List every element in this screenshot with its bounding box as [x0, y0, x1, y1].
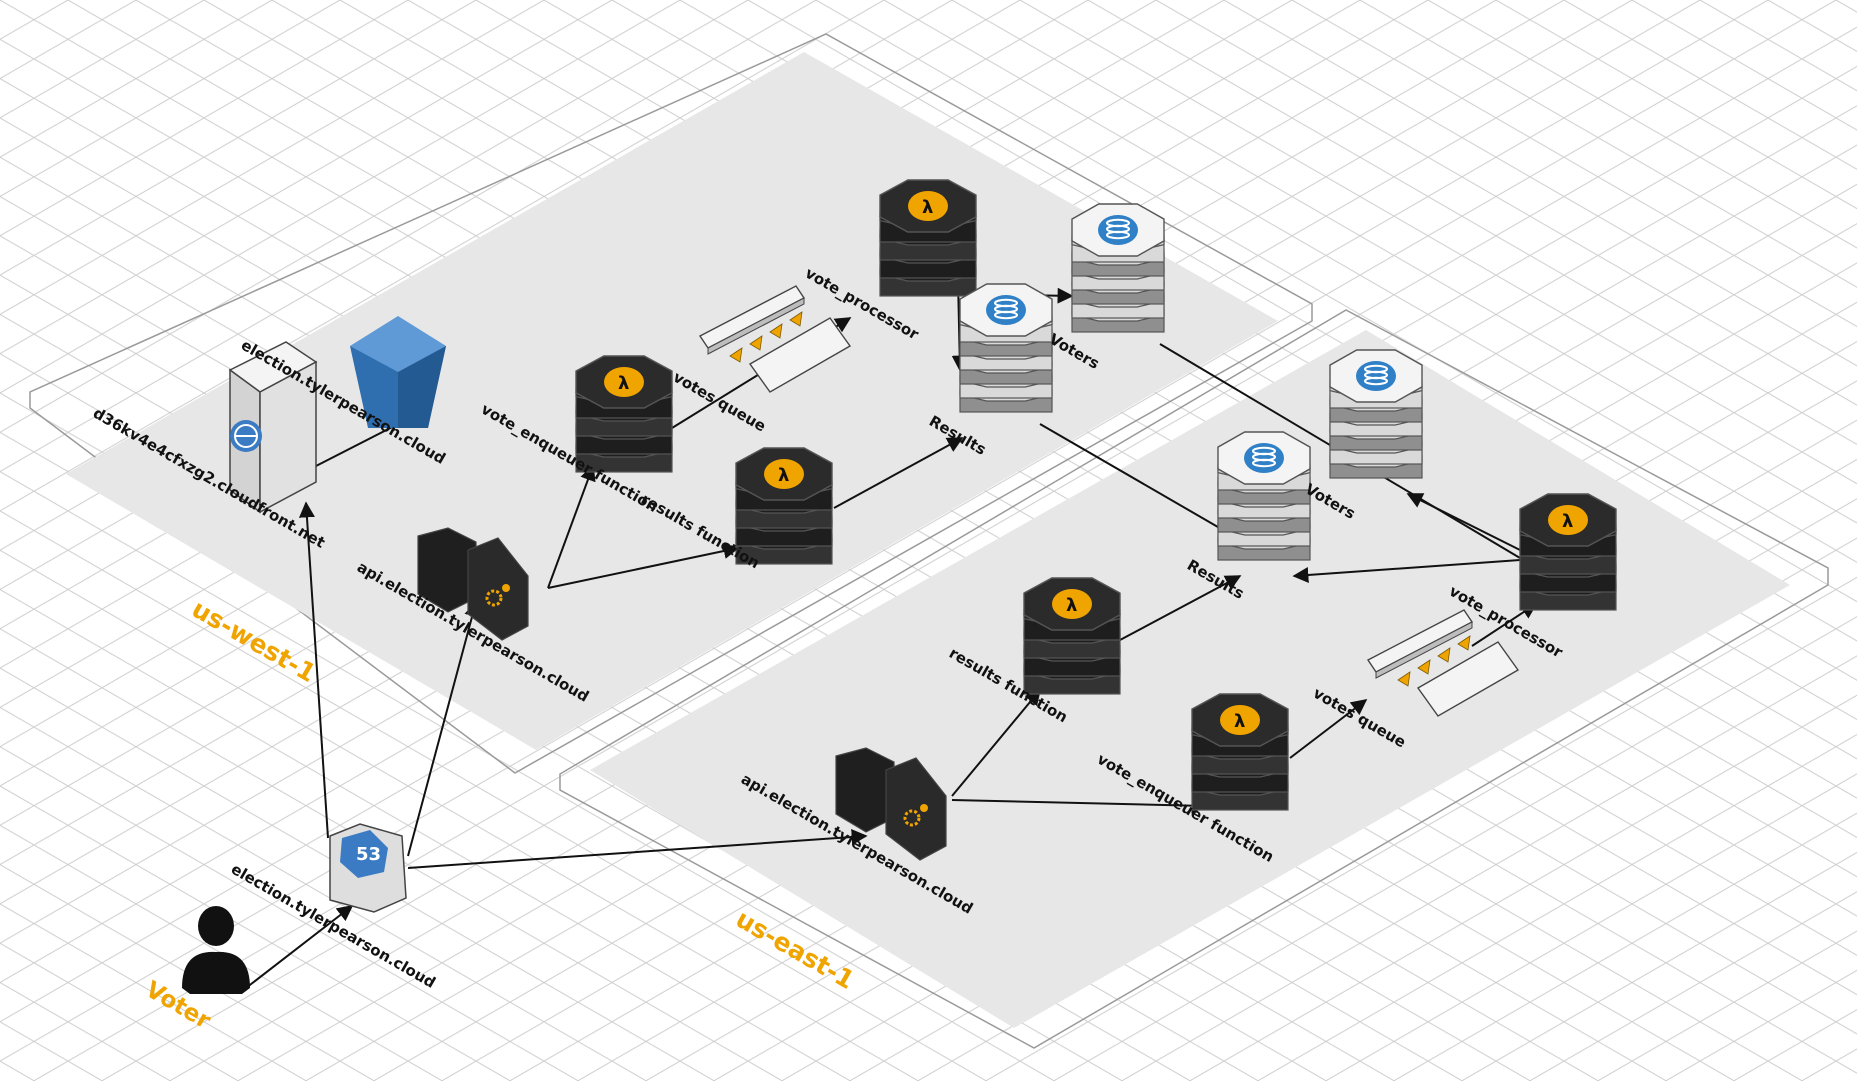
lambda-glyph: λ — [618, 373, 629, 394]
west-vote-enqueuer-function: λ — [575, 355, 673, 473]
dynamodb-table-icon — [1329, 349, 1423, 479]
edge-east-processor-voters — [1406, 493, 1521, 551]
lambda-icon: λ — [575, 355, 673, 473]
edge-east-api-enqueuer — [951, 797, 1208, 814]
west-voters-table — [1071, 203, 1165, 333]
edge-west-api-enqueuer — [547, 464, 596, 589]
edge-east-results-table — [1119, 575, 1242, 641]
edge-route53-cloudfront — [298, 501, 329, 839]
east-voters-table — [1329, 349, 1423, 479]
edge-west-api-results — [547, 543, 740, 589]
edge-voter-route53 — [245, 905, 354, 989]
api-gateway-icon — [835, 747, 947, 861]
east-vote-processor: λ — [1519, 493, 1617, 611]
lambda-glyph: λ — [778, 465, 789, 486]
cloudfront-distribution — [228, 341, 318, 514]
api-gateway-icon — [417, 527, 529, 641]
east-results-table — [1217, 431, 1311, 561]
east-api-gateway — [835, 747, 947, 861]
lambda-glyph: λ — [1066, 595, 1077, 616]
sqs-queue-icon — [698, 285, 852, 393]
lambda-icon: λ — [1519, 493, 1617, 611]
lambda-glyph: λ — [1234, 711, 1245, 732]
route53-icon: 53 — [329, 823, 407, 913]
s3-bucket-icon — [350, 316, 446, 428]
dynamodb-table-icon — [1071, 203, 1165, 333]
dynamodb-table-icon — [959, 283, 1053, 413]
sqs-queue-icon — [1366, 609, 1520, 717]
edge-east-api-results — [951, 688, 1042, 797]
edge-east-queue-processor — [1471, 603, 1538, 647]
region-us-east-1 — [559, 309, 1829, 1049]
west-results-function: λ — [735, 447, 833, 565]
edge-west-results-table — [833, 437, 964, 509]
route53-glyph: 53 — [356, 844, 381, 865]
lambda-glyph: λ — [922, 197, 933, 218]
lambda-glyph: λ — [1562, 511, 1573, 532]
lambda-icon: λ — [879, 179, 977, 297]
dynamodb-table-icon — [1217, 431, 1311, 561]
s3-bucket — [350, 316, 446, 428]
west-results-table — [959, 283, 1053, 413]
person-icon — [182, 906, 250, 994]
east-results-function: λ — [1023, 577, 1121, 695]
components: λ λ λ λ λ λ — [417, 179, 1617, 861]
cloudfront-icon — [228, 341, 318, 514]
edge-route53-west-api — [407, 600, 481, 857]
edge-route53-east-api — [407, 829, 868, 869]
lambda-icon: λ — [735, 447, 833, 565]
west-vote-processor: λ — [879, 179, 977, 297]
edge-east-enqueuer-queue — [1289, 699, 1368, 759]
east-votes-queue — [1366, 609, 1520, 717]
edge-east-processor-results — [1292, 559, 1521, 583]
lambda-icon: λ — [1191, 693, 1289, 811]
route53-hosted-zone: 53 — [329, 823, 407, 913]
edge-east-results-west-results — [1039, 423, 1231, 535]
east-vote-enqueuer-function: λ — [1191, 693, 1289, 811]
west-api-gateway — [417, 527, 529, 641]
lambda-icon: λ — [1023, 577, 1121, 695]
west-votes-queue — [698, 285, 852, 393]
voter-actor — [182, 906, 250, 994]
